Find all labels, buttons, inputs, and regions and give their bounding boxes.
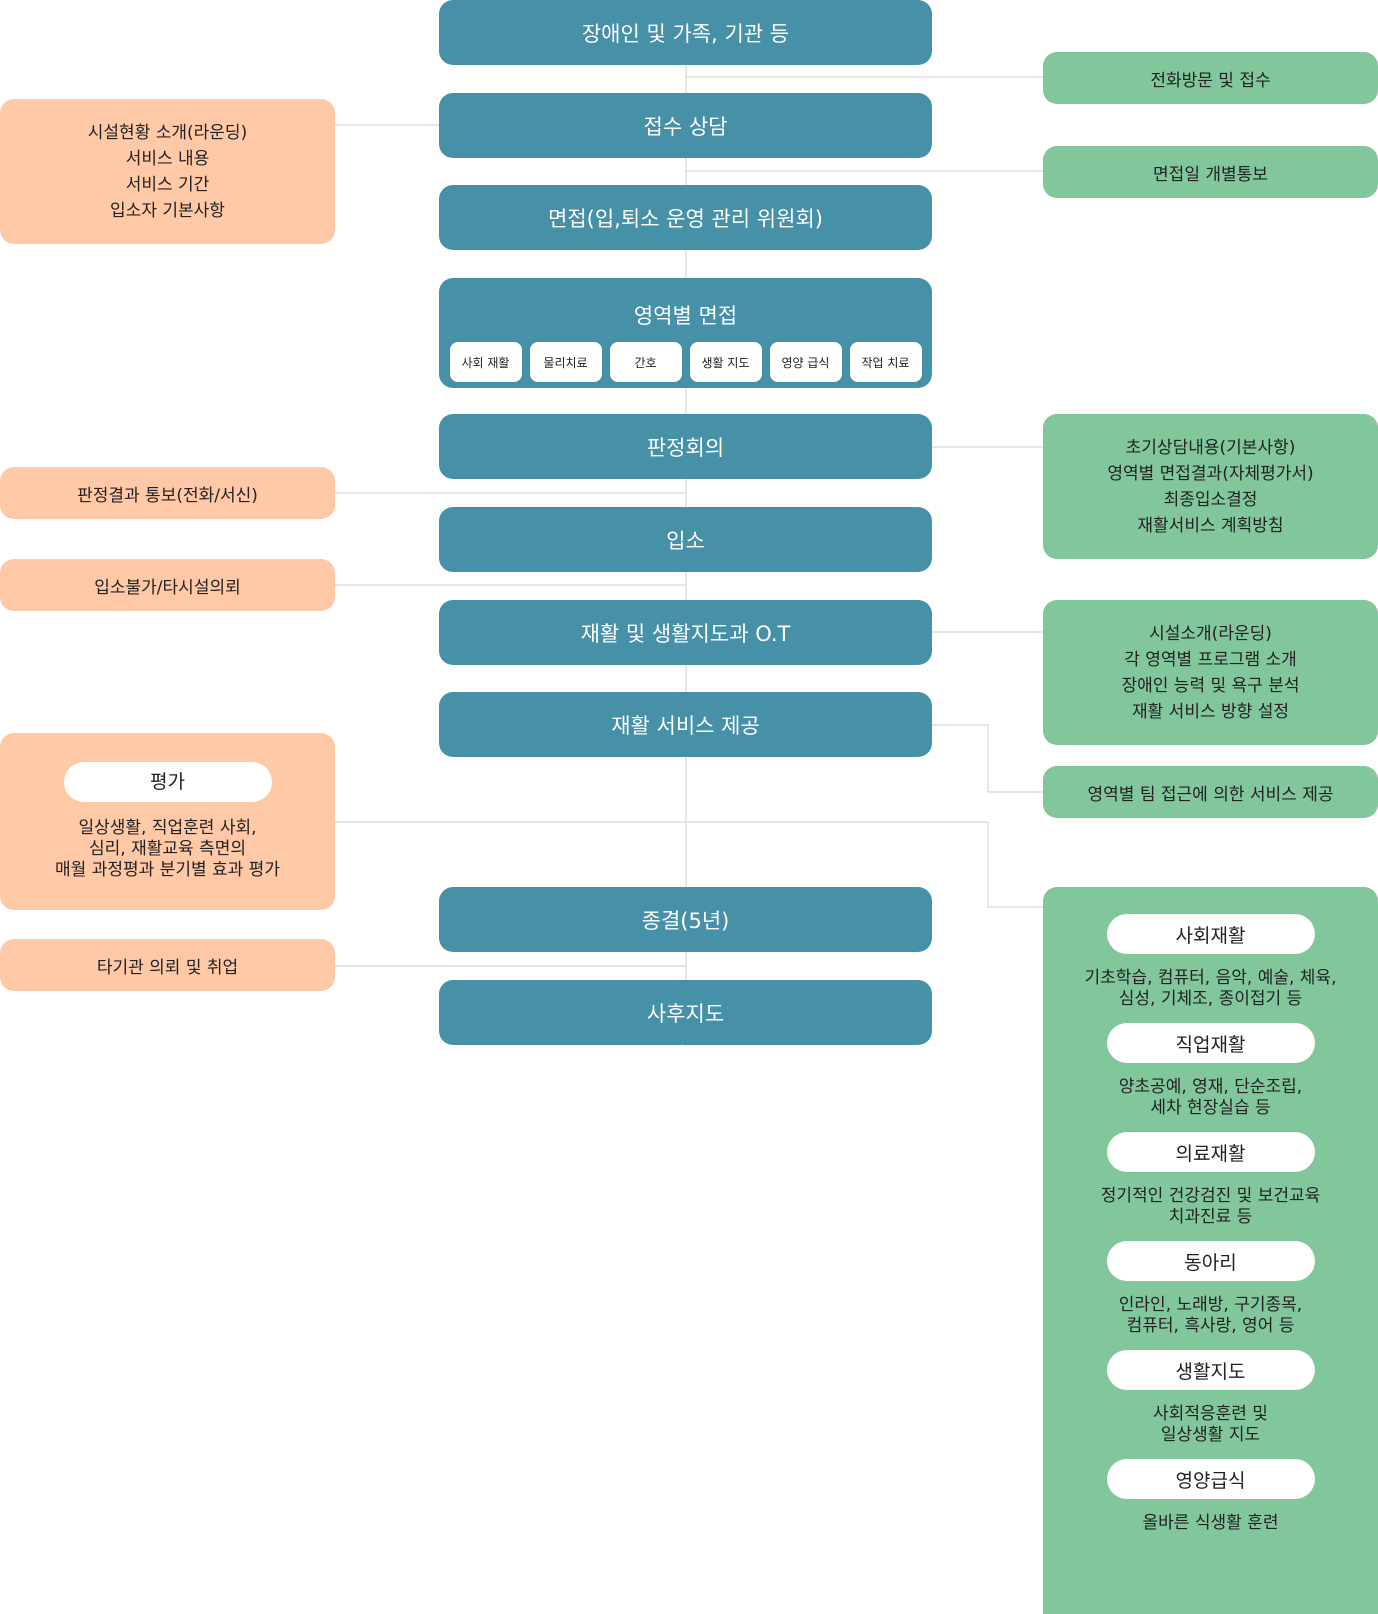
flow-step-interview: 면접(입,퇴소 운영 관리 위원회) <box>439 185 932 250</box>
note-line: 재활서비스 계획방침 <box>1137 515 1284 536</box>
note-line: 장애인 능력 및 욕구 분석 <box>1121 675 1300 696</box>
service-block-club: 동아리 인라인, 노래방, 구기종목, 컴퓨터, 흑사랑, 영어 등 <box>1106 1241 1315 1337</box>
service-title: 생활지도 <box>1106 1350 1315 1390</box>
note-orientation: 시설소개(라운딩) 각 영역별 프로그램 소개 장애인 능력 및 욕구 분석 재… <box>1043 600 1378 745</box>
domain-chip-row: 사회 재활 물리치료 간호 생활 지도 영양 급식 작업 치료 <box>449 342 922 382</box>
note-line: 영역별 면접결과(자체평가서) <box>1107 463 1314 484</box>
domain-chip: 생활 지도 <box>689 342 762 382</box>
note-line: 심리, 재활교육 측면의 <box>89 839 246 859</box>
service-desc: 사회적응훈련 및 일상생활 지도 <box>1153 1404 1268 1446</box>
service-line: 기초학습, 컴퓨터, 음악, 예술, 체육, <box>1084 968 1337 988</box>
note-rejection: 입소불가/타시설의뢰 <box>0 559 335 611</box>
service-line: 인라인, 노래방, 구기종목, <box>1118 1295 1303 1315</box>
note-intake-info: 시설현황 소개(라운딩) 서비스 내용 서비스 기간 입소자 기본사항 <box>0 99 335 244</box>
service-block-life-guidance: 생활지도 사회적응훈련 및 일상생활 지도 <box>1106 1350 1315 1446</box>
domain-chip: 영양 급식 <box>769 342 842 382</box>
service-block-nutrition: 영양급식 올바른 식생활 훈련 <box>1106 1459 1315 1534</box>
note-line: 초기상담내용(기본사항) <box>1125 437 1296 458</box>
domain-interview-title: 영역별 면접 <box>633 304 738 328</box>
service-line: 세차 현장실습 등 <box>1150 1098 1271 1118</box>
note-line: 시설소개(라운딩) <box>1149 623 1272 644</box>
domain-chip: 사회 재활 <box>449 342 522 382</box>
flow-step-termination: 종결(5년) <box>439 887 932 952</box>
note-evaluation: 평가 일상생활, 직업훈련 사회, 심리, 재활교육 측면의 매월 과정평과 분… <box>0 733 335 910</box>
note-line: 최종입소결정 <box>1163 489 1258 510</box>
service-line: 사회적응훈련 및 <box>1153 1404 1268 1424</box>
note-line: 재활 서비스 방향 설정 <box>1132 701 1289 722</box>
service-line: 정기적인 건강검진 및 보건교육 <box>1100 1186 1321 1206</box>
note-line: 매월 과정평과 분기별 효과 평가 <box>55 860 280 880</box>
service-title: 의료재활 <box>1106 1132 1315 1172</box>
evaluation-title: 평가 <box>63 762 272 802</box>
service-line: 일상생활 지도 <box>1160 1425 1261 1445</box>
domain-chip: 작업 치료 <box>849 342 922 382</box>
service-desc: 정기적인 건강검진 및 보건교육 치과진료 등 <box>1101 1186 1321 1228</box>
note-line: 각 영역별 프로그램 소개 <box>1124 649 1297 670</box>
note-referral: 타기관 의뢰 및 취업 <box>0 939 335 991</box>
note-line: 일상생활, 직업훈련 사회, <box>78 818 257 838</box>
note-phone-visit: 전화방문 및 접수 <box>1043 52 1378 104</box>
service-title: 사회재활 <box>1106 914 1315 954</box>
note-line: 서비스 내용 <box>125 148 210 169</box>
domain-chip: 물리치료 <box>529 342 602 382</box>
flow-step-admission: 입소 <box>439 507 932 572</box>
service-desc: 기초학습, 컴퓨터, 음악, 예술, 체육, 심성, 기체조, 종이접기 등 <box>1085 968 1337 1010</box>
flow-step-follow-up: 사후지도 <box>439 980 932 1045</box>
note-interview-notice: 면접일 개별통보 <box>1043 146 1378 198</box>
service-block-vocational: 직업재활 양초공예, 영재, 단순조립, 세차 현장실습 등 <box>1106 1023 1315 1119</box>
service-line: 올바른 식생활 훈련 <box>1142 1513 1279 1533</box>
service-line: 심성, 기체조, 종이접기 등 <box>1118 989 1303 1009</box>
service-block-medical: 의료재활 정기적인 건강검진 및 보건교육 치과진료 등 <box>1101 1132 1321 1228</box>
note-result-notice: 판정결과 통보(전화/서신) <box>0 467 335 519</box>
service-line: 양초공예, 영재, 단순조립, <box>1118 1077 1303 1097</box>
flow-step-domain-interview: 영역별 면접 사회 재활 물리치료 간호 생활 지도 영양 급식 작업 치료 <box>439 278 932 388</box>
flow-step-intake-consult: 접수 상담 <box>439 93 932 158</box>
note-service-list: 사회재활 기초학습, 컴퓨터, 음악, 예술, 체육, 심성, 기체조, 종이접… <box>1043 887 1378 1614</box>
flow-step-rehab-service: 재활 서비스 제공 <box>439 692 932 757</box>
evaluation-desc: 일상생활, 직업훈련 사회, 심리, 재활교육 측면의 매월 과정평과 분기별 … <box>55 818 280 881</box>
service-desc: 양초공예, 영재, 단순조립, 세차 현장실습 등 <box>1119 1077 1302 1119</box>
service-desc: 인라인, 노래방, 구기종목, 컴퓨터, 흑사랑, 영어 등 <box>1119 1295 1302 1337</box>
note-team-service: 영역별 팀 접근에 의한 서비스 제공 <box>1043 766 1378 818</box>
flow-step-orientation: 재활 및 생활지도과 O.T <box>439 600 932 665</box>
service-title: 동아리 <box>1106 1241 1315 1281</box>
domain-chip: 간호 <box>609 342 682 382</box>
service-block-social: 사회재활 기초학습, 컴퓨터, 음악, 예술, 체육, 심성, 기체조, 종이접… <box>1085 914 1337 1010</box>
service-title: 영양급식 <box>1106 1459 1315 1499</box>
service-desc: 올바른 식생활 훈련 <box>1143 1513 1279 1534</box>
note-line: 시설현황 소개(라운딩) <box>87 122 248 143</box>
flow-step-applicant: 장애인 및 가족, 기관 등 <box>439 0 932 65</box>
note-decision-docs: 초기상담내용(기본사항) 영역별 면접결과(자체평가서) 최종입소결정 재활서비… <box>1043 414 1378 559</box>
service-title: 직업재활 <box>1106 1023 1315 1063</box>
note-line: 입소자 기본사항 <box>110 200 225 221</box>
note-line: 서비스 기간 <box>125 174 210 195</box>
service-line: 컴퓨터, 흑사랑, 영어 등 <box>1126 1316 1295 1336</box>
flow-step-decision-meeting: 판정회의 <box>439 414 932 479</box>
service-line: 치과진료 등 <box>1168 1207 1253 1227</box>
